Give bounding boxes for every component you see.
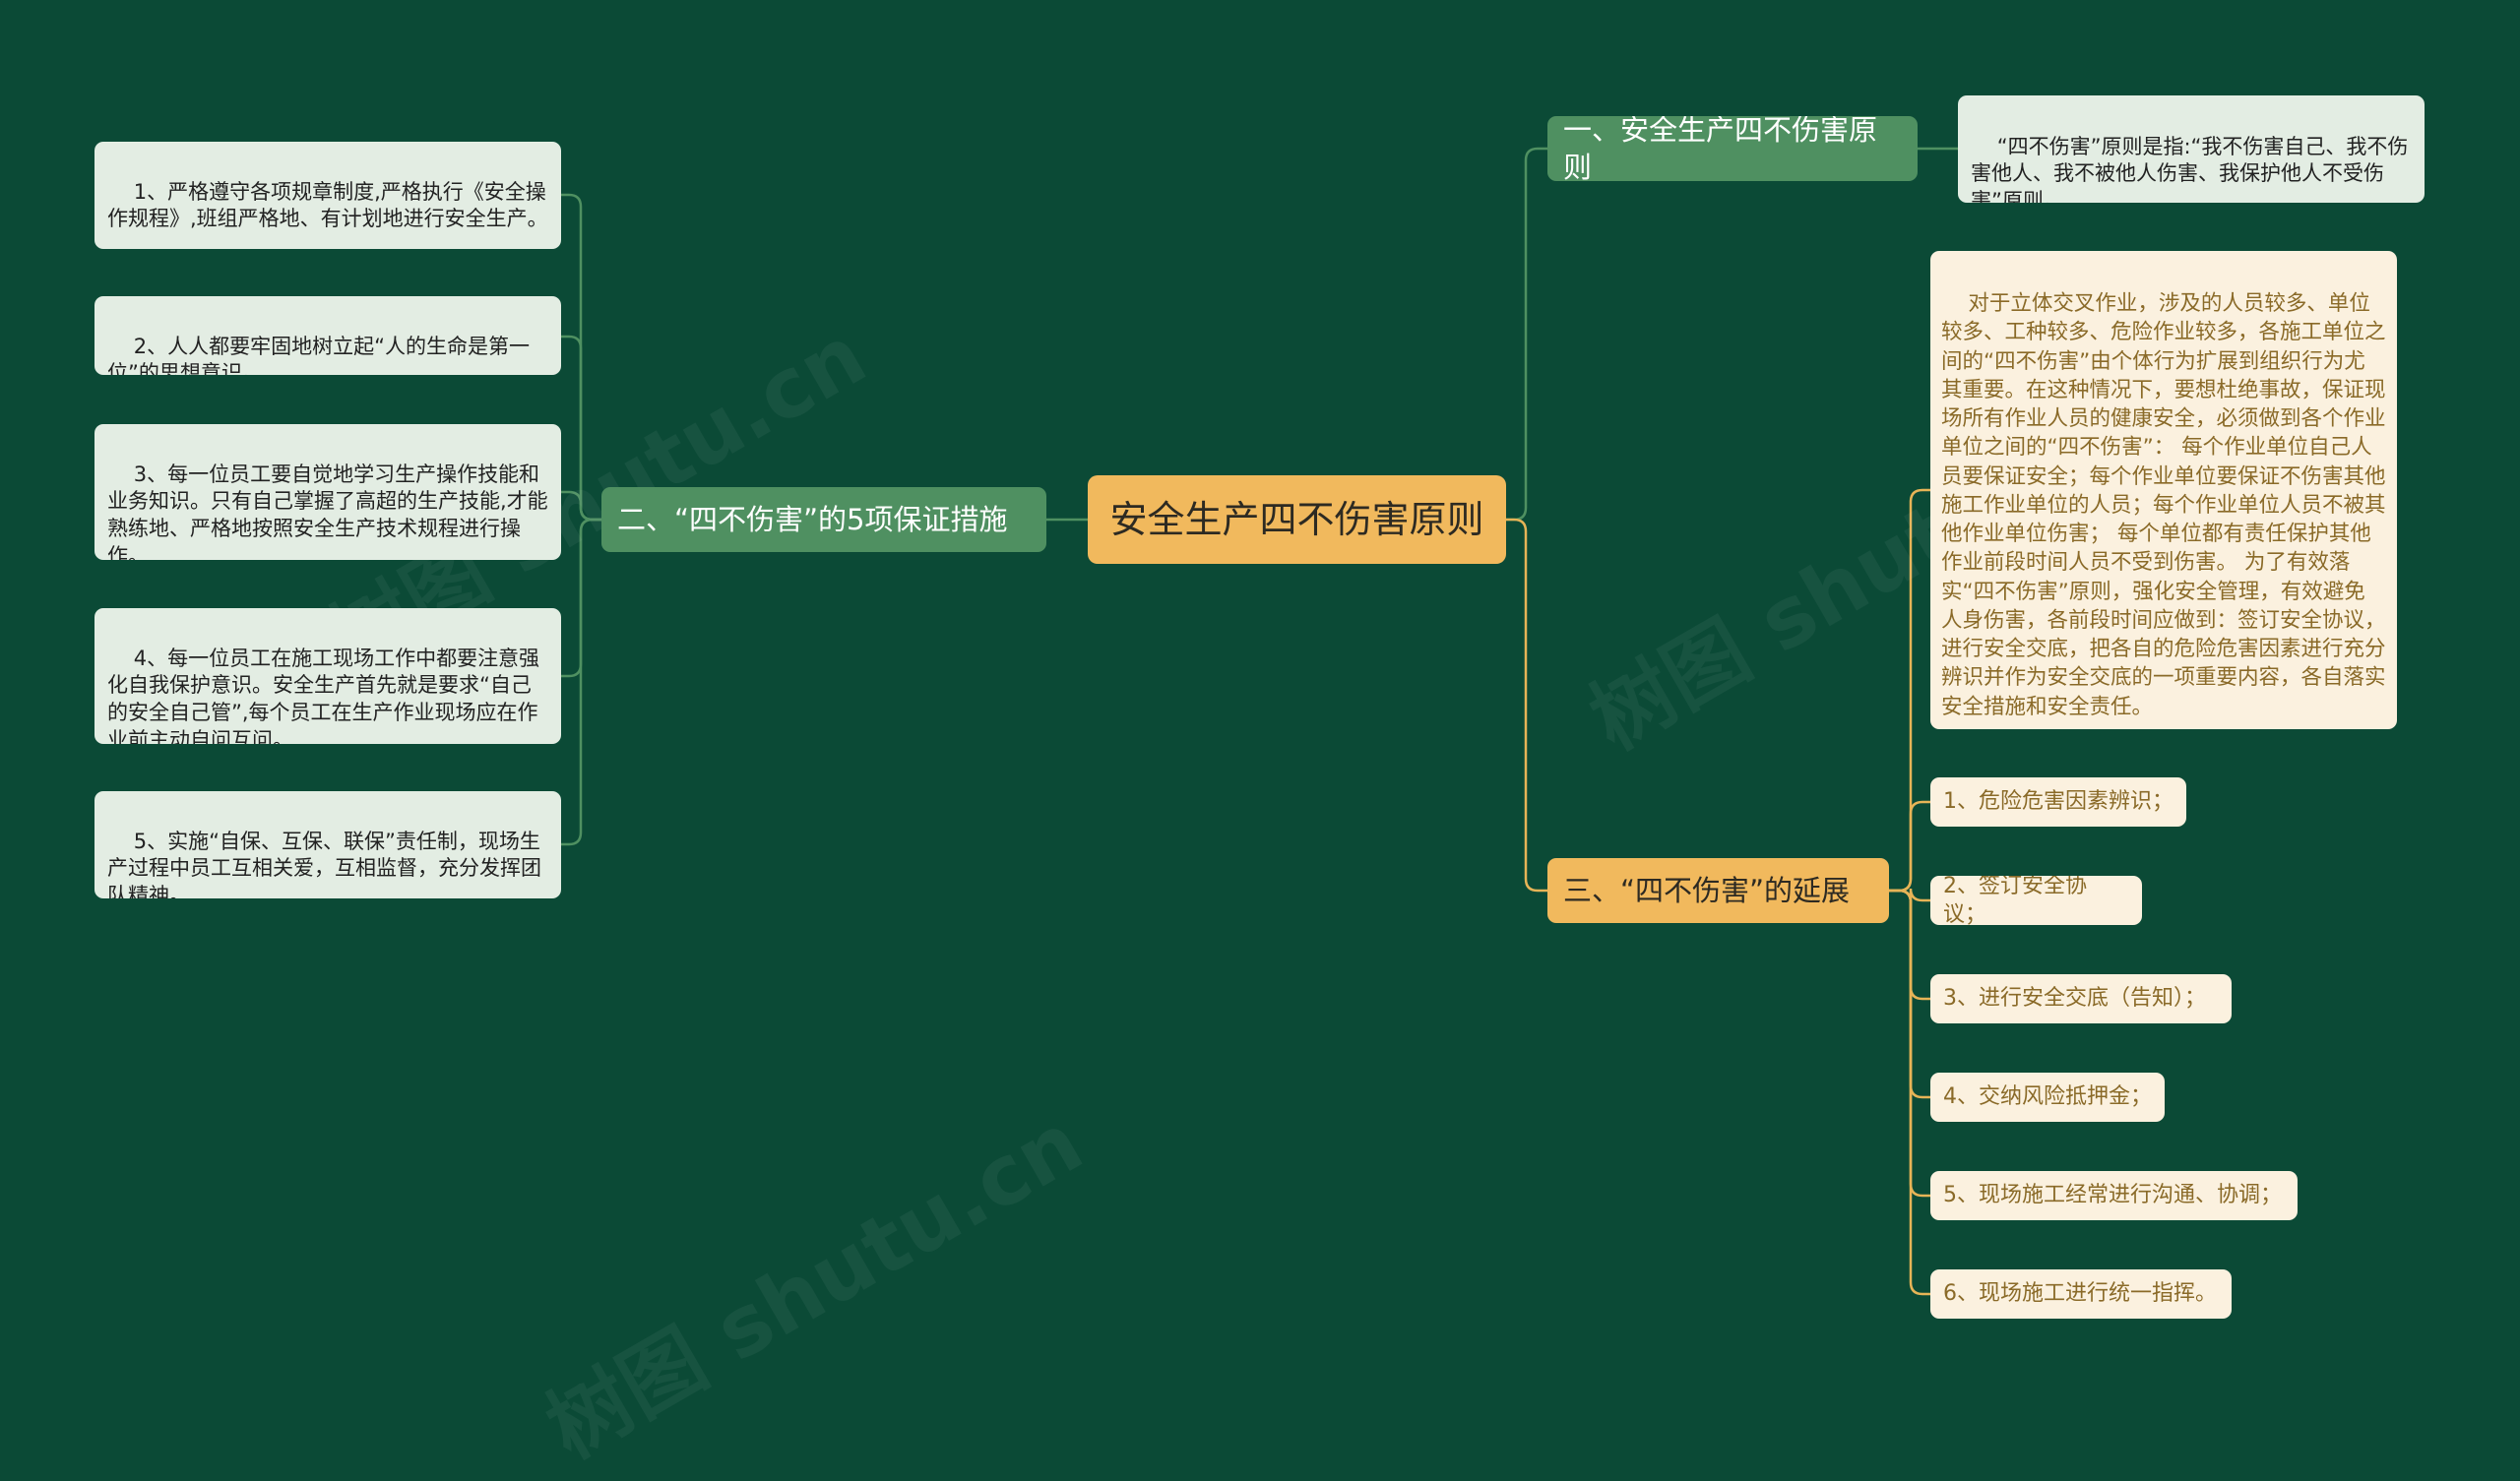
leaf-node-measure-5[interactable]: 5、实施“自保、互保、联保”责任制，现场生产过程中员工互相关爱，互相监督，充分发… <box>94 791 561 898</box>
root-node-label: 安全生产四不伤害原则 <box>1109 497 1484 541</box>
leaf-node-text: 4、每一位员工在施工现场工作中都要注意强化自我保护意识。安全生产首先就是要求“自… <box>107 646 540 744</box>
root-node[interactable]: 安全生产四不伤害原则 <box>1088 475 1506 564</box>
branch-node-label: 三、“四不伤害”的延展 <box>1563 873 1851 907</box>
leaf-node-text: “四不伤害”原则是指:“我不伤害自己、我不伤害他人、我不被他人伤害、我保护他人不… <box>1971 134 2409 203</box>
leaf-node-text: 5、现场施工经常进行沟通、协调； <box>1943 1183 2282 1208</box>
branch-node-measures[interactable]: 二、“四不伤害”的5项保证措施 <box>601 487 1046 552</box>
leaf-node-extension-item-2[interactable]: 2、签订安全协议； <box>1930 876 2142 925</box>
leaf-node-extension-detail[interactable]: 对于立体交叉作业，涉及的人员较多、单位较多、工种较多、危险作业较多，各施工单位之… <box>1930 251 2397 729</box>
leaf-node-text: 1、危险危害因素辨识； <box>1943 789 2174 815</box>
branch-node-label: 一、安全生产四不伤害原则 <box>1563 116 1878 181</box>
connector-lines <box>561 147 1958 1296</box>
leaf-node-text: 4、交纳风险抵押金； <box>1943 1084 2152 1110</box>
leaf-node-principle-definition[interactable]: “四不伤害”原则是指:“我不伤害自己、我不伤害他人、我不被他人伤害、我保护他人不… <box>1958 95 2425 203</box>
leaf-node-text: 2、人人都要牢固地树立起“人的生命是第一位”的思想意识。 <box>107 334 530 375</box>
mindmap-canvas: 树图 shutu.cn 树图 shutu.cn 树图 shutu.cn 安全生产… <box>94 95 2425 1477</box>
leaf-node-measure-2[interactable]: 2、人人都要牢固地树立起“人的生命是第一位”的思想意识。 <box>94 296 561 375</box>
leaf-node-text: 2、签订安全协议； <box>1943 876 2087 925</box>
leaf-node-measure-4[interactable]: 4、每一位员工在施工现场工作中都要注意强化自我保护意识。安全生产首先就是要求“自… <box>94 608 561 744</box>
branch-node-extension[interactable]: 三、“四不伤害”的延展 <box>1547 858 1889 923</box>
branch-node-label: 二、“四不伤害”的5项保证措施 <box>617 502 1008 536</box>
leaf-node-text: 5、实施“自保、互保、联保”责任制，现场生产过程中员工互相关爱，互相监督，充分发… <box>107 829 541 898</box>
leaf-node-text: 3、每一位员工要自觉地学习生产操作技能和业务知识。只有自己掌握了高超的生产技能,… <box>107 462 548 560</box>
leaf-node-extension-item-4[interactable]: 4、交纳风险抵押金； <box>1930 1073 2165 1122</box>
leaf-node-extension-item-3[interactable]: 3、进行安全交底（告知）； <box>1930 974 2232 1023</box>
leaf-node-measure-1[interactable]: 1、严格遵守各项规章制度,严格执行《安全操作规程》,班组严格地、有计划地进行安全… <box>94 142 561 249</box>
leaf-node-extension-item-5[interactable]: 5、现场施工经常进行沟通、协调； <box>1930 1171 2298 1220</box>
leaf-node-text: 对于立体交叉作业，涉及的人员较多、单位较多、工种较多、危险作业较多，各施工单位之… <box>1941 291 2386 719</box>
leaf-node-measure-3[interactable]: 3、每一位员工要自觉地学习生产操作技能和业务知识。只有自己掌握了高超的生产技能,… <box>94 424 561 560</box>
connector-branch3-leaf-7 <box>1889 889 1930 1296</box>
connector-root-branch3 <box>1506 518 1547 893</box>
leaf-node-text: 1、严格遵守各项规章制度,严格执行《安全操作规程》,班组严格地、有计划地进行安全… <box>107 179 548 231</box>
connector-branch3-leaf-2 <box>1889 800 1930 893</box>
branch-node-principle[interactable]: 一、安全生产四不伤害原则 <box>1547 116 1918 181</box>
leaf-node-extension-item-6[interactable]: 6、现场施工进行统一指挥。 <box>1930 1269 2232 1319</box>
leaf-node-extension-item-1[interactable]: 1、危险危害因素辨识； <box>1930 777 2186 827</box>
leaf-node-text: 3、进行安全交底（告知）； <box>1943 986 2206 1012</box>
leaf-node-text: 6、现场施工进行统一指挥。 <box>1943 1281 2217 1307</box>
connector-root-branch1 <box>1506 147 1547 522</box>
connector-branch2-leaf-5 <box>561 518 601 846</box>
